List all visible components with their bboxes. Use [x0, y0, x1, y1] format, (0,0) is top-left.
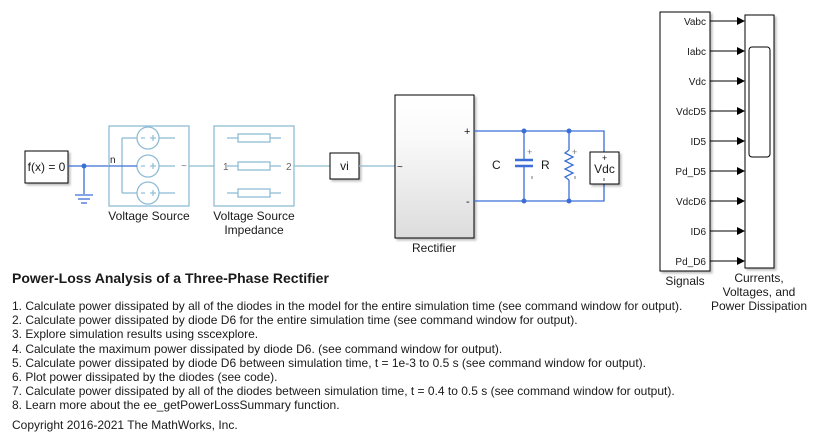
- junction-dot: [521, 128, 527, 134]
- signal-port-label: Iabc: [687, 47, 706, 58]
- signal-port-label: ID6: [690, 227, 706, 238]
- step-link[interactable]: 6. Plot power dissipated by the diodes (…: [12, 370, 278, 385]
- junction-dot: [566, 198, 572, 204]
- rectifier-port-ac: ~: [397, 162, 403, 173]
- impedance-label: Voltage Source Impedance: [199, 209, 309, 237]
- step-link[interactable]: 8. Learn more about the ee_getPowerLossS…: [12, 398, 340, 413]
- arrow-icon: [737, 257, 745, 265]
- junction-dot: [521, 198, 527, 204]
- analysis-steps: 1. Calculate power dissipated by all of …: [12, 299, 682, 413]
- rectifier-port-minus: -: [466, 196, 470, 208]
- wire-dc-plus[interactable]: [474, 130, 605, 152]
- rectifier-port-plus: +: [464, 126, 470, 138]
- junction-dot: [566, 128, 572, 134]
- scope-label-line1: Currents,: [734, 271, 784, 285]
- wire-dc-minus[interactable]: [474, 184, 605, 202]
- signal-port-label: Pd_D5: [675, 167, 706, 178]
- arrow-icon: [737, 227, 745, 235]
- voltage-source-label: Voltage Source: [108, 209, 190, 223]
- solver-configuration-block[interactable]: f(x) = 0: [24, 150, 69, 184]
- step-link[interactable]: 1. Calculate power dissipated by all of …: [12, 299, 683, 313]
- capacitor-label: C: [492, 158, 501, 172]
- impedance-label-line1: Voltage Source: [213, 209, 295, 223]
- arrow-icon: [737, 17, 745, 25]
- scope-label-line2: Voltages, and: [722, 285, 796, 299]
- impedance-block[interactable]: [213, 125, 295, 207]
- impedance-label-line2: Impedance: [224, 223, 284, 237]
- port-tilde-label: ~: [181, 161, 187, 172]
- junction-dot: [81, 163, 87, 169]
- port-1-label: 1: [223, 162, 229, 173]
- signal-port-label: Pd_D6: [675, 257, 706, 268]
- arrow-icon: [737, 107, 745, 115]
- resistor-block[interactable]: R +: [541, 147, 577, 181]
- vdc-plus: +: [602, 153, 607, 163]
- voltage-source-signs: [141, 135, 156, 196]
- ground-icon: [75, 194, 93, 204]
- scope-block[interactable]: [744, 14, 775, 269]
- model-title: Power-Loss Analysis of a Three-Phase Rec…: [12, 270, 329, 286]
- arrow-icon: [737, 167, 745, 175]
- vi-sensor-block[interactable]: vi: [329, 152, 360, 180]
- resistor-icon: [563, 149, 575, 181]
- step-link[interactable]: 2. Calculate power dissipated by diode D…: [12, 313, 578, 328]
- arrow-icon: [737, 77, 745, 85]
- signal-port-label: VdcD5: [676, 107, 706, 118]
- port-n-label: n: [110, 155, 116, 166]
- scope-label: Currents, Voltages, and Power Dissipatio…: [700, 271, 818, 313]
- rectifier-block[interactable]: ~ + -: [394, 94, 475, 239]
- signal-port-label: Vdc: [689, 77, 706, 88]
- step-link[interactable]: 5. Calculate power dissipated by diode D…: [12, 355, 647, 370]
- signal-port-label: Vabc: [684, 17, 706, 28]
- arrow-icon: [737, 137, 745, 145]
- step-link[interactable]: 7. Calculate power dissipated by all of …: [12, 384, 675, 399]
- step-link[interactable]: 3. Explore simulation results using ssce…: [12, 327, 259, 342]
- arrow-icon: [737, 197, 745, 205]
- signals-label: Signals: [665, 274, 705, 288]
- signals-bus-selector[interactable]: [659, 11, 711, 272]
- signal-port-label: ID5: [690, 137, 706, 148]
- vdc-label: Vdc: [594, 162, 615, 176]
- vi-label: vi: [340, 159, 349, 173]
- resistor-plus: +: [572, 147, 577, 157]
- arrow-icon: [737, 47, 745, 55]
- vdc-sensor-block[interactable]: + Vdc: [589, 151, 620, 185]
- rectifier-label: Rectifier: [411, 241, 456, 255]
- dc-bus-wires: [474, 130, 605, 202]
- capacitor-plus: +: [527, 147, 532, 157]
- step-link[interactable]: 4. Calculate the maximum power dissipate…: [12, 341, 503, 356]
- port-2-label: 2: [286, 162, 292, 173]
- signal-port-label: VdcD6: [676, 197, 706, 208]
- scope-icon: [748, 46, 771, 158]
- scope-label-line3: Power Dissipation: [710, 299, 808, 313]
- resistor-label: R: [541, 158, 550, 172]
- capacitor-block[interactable]: C +: [492, 147, 533, 179]
- solver-label: f(x) = 0: [28, 160, 66, 174]
- copyright: Copyright 2016-2021 The MathWorks, Inc.: [12, 418, 238, 432]
